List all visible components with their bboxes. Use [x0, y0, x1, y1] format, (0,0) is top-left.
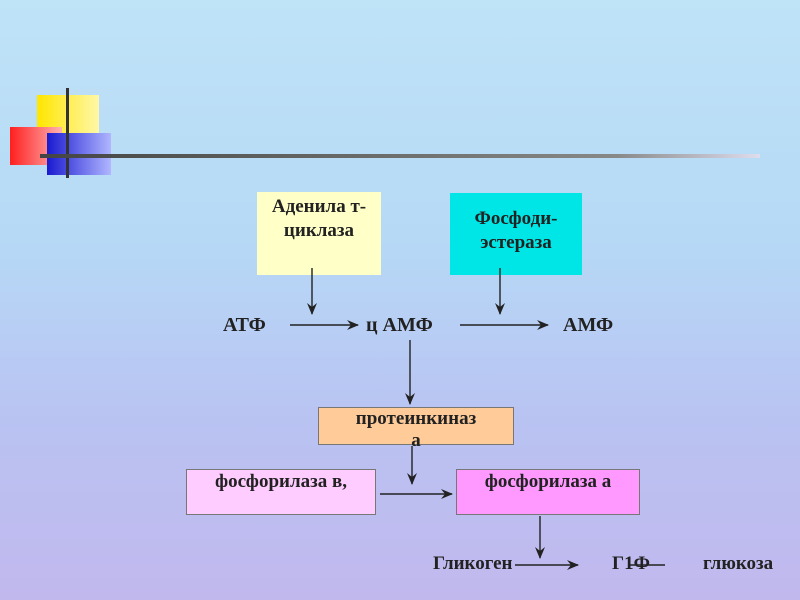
amp-label: АМФ	[563, 314, 614, 336]
phosphorylase-b-label: фосфорилаза в,	[214, 471, 348, 492]
glucose-label: глюкоза	[703, 553, 774, 574]
vertical-line	[66, 88, 69, 178]
horizontal-rule	[40, 154, 760, 158]
adenylate-cyclase-box: Аденила т-циклаза	[257, 192, 381, 275]
phosphodiesterase-label: Фосфоди-эстераза	[474, 208, 558, 253]
adenylate-cyclase-label: Аденила т-циклаза	[271, 196, 367, 241]
camp-label: ц АМФ	[366, 314, 433, 336]
protein-kinase-box: протеинкиназ а	[318, 407, 514, 451]
phosphorylase-a-label: фосфорилаза а	[484, 471, 612, 492]
phosphorylase-b-box: фосфорилаза в,	[186, 469, 376, 515]
g1p-label: Г1Ф	[612, 553, 650, 574]
title-ornament	[10, 88, 760, 178]
atp-label: АТФ	[223, 314, 266, 336]
phosphodiesterase-box: Фосфоди-эстераза	[450, 193, 582, 275]
phosphorylase-a-box: фосфорилаза а	[456, 469, 640, 515]
protein-kinase-label: протеинкиназ а	[355, 408, 477, 451]
glycogen-label: Гликоген	[433, 553, 513, 574]
